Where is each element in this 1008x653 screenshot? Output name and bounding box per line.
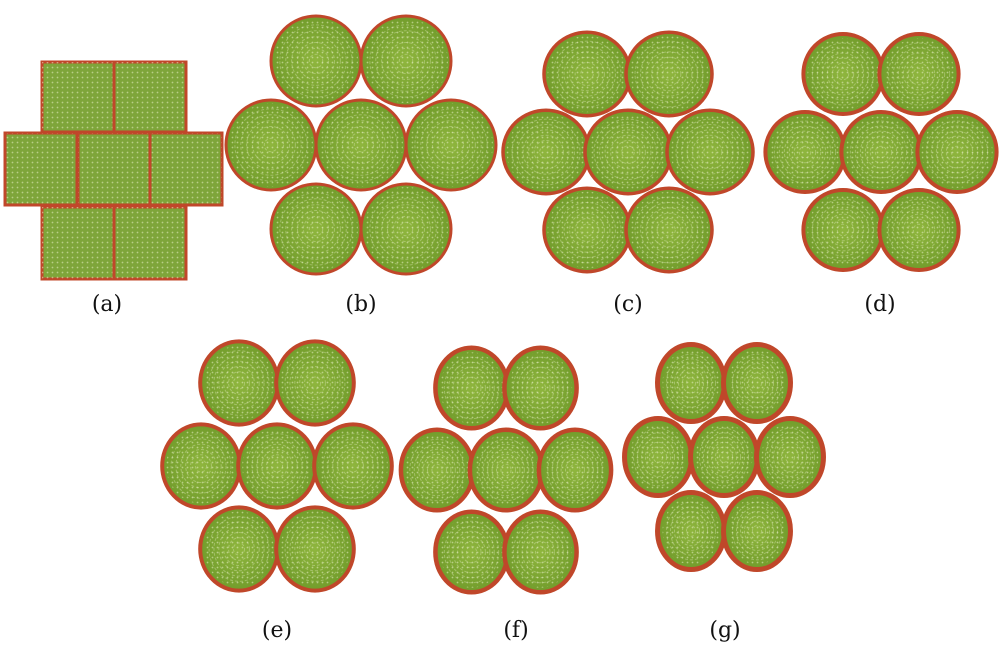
round-cell — [269, 14, 363, 108]
round-cell — [624, 186, 714, 274]
round-cell — [583, 108, 673, 196]
square-cell — [148, 131, 224, 207]
round-cell — [467, 427, 545, 513]
round-cell — [655, 489, 727, 573]
round-cell — [274, 339, 356, 427]
round-cell — [502, 345, 579, 431]
round-cell — [763, 110, 847, 194]
round-cell — [359, 14, 453, 108]
round-cell — [312, 422, 394, 510]
caption-a: (a) — [91, 292, 123, 317]
caption-c: (c) — [613, 292, 643, 317]
square-cell — [76, 131, 152, 207]
caption-f: (f) — [503, 618, 529, 643]
square-cell — [40, 205, 116, 281]
round-cell — [198, 505, 280, 593]
panel-c-cells — [501, 30, 755, 274]
caption-b: (b) — [345, 292, 377, 317]
round-cell — [542, 186, 632, 274]
round-cell — [501, 108, 591, 196]
round-cell — [198, 339, 280, 427]
round-cell — [688, 415, 760, 499]
round-cell — [721, 341, 793, 425]
round-cell — [536, 427, 614, 513]
round-cell — [721, 489, 793, 573]
round-cell — [404, 98, 498, 192]
panel-a-cells — [3, 60, 224, 281]
round-cell — [160, 422, 242, 510]
round-cell — [542, 30, 632, 118]
panel-b-cells — [224, 14, 498, 276]
round-cell — [224, 98, 318, 192]
round-cell — [433, 509, 510, 595]
round-cell — [433, 345, 510, 431]
round-cell — [398, 427, 476, 513]
round-cell — [655, 341, 727, 425]
square-cell — [40, 60, 116, 134]
caption-g: (g) — [709, 618, 741, 643]
panel-g-cells — [622, 341, 826, 573]
round-cell — [269, 182, 363, 276]
square-cell — [3, 131, 79, 207]
round-cell — [915, 110, 999, 194]
caption-e: (e) — [261, 618, 293, 643]
caption-d: (d) — [864, 292, 896, 317]
panel-e-cells — [160, 339, 394, 593]
square-cell — [112, 205, 188, 281]
panel-f-cells — [398, 345, 614, 595]
round-cell — [801, 188, 885, 272]
round-cell — [754, 415, 826, 499]
round-cell — [839, 110, 923, 194]
round-cell — [359, 182, 453, 276]
panel-d-cells — [763, 32, 999, 272]
round-cell — [236, 422, 318, 510]
round-cell — [502, 509, 579, 595]
round-cell — [624, 30, 714, 118]
round-cell — [314, 98, 408, 192]
round-cell — [877, 32, 961, 116]
round-cell — [801, 32, 885, 116]
round-cell — [877, 188, 961, 272]
square-cell — [112, 60, 188, 134]
round-cell — [274, 505, 356, 593]
round-cell — [622, 415, 694, 499]
round-cell — [665, 108, 755, 196]
